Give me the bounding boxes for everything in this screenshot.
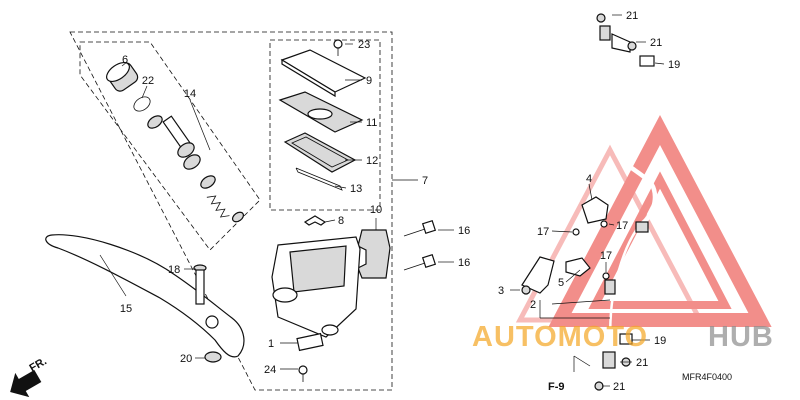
clip-part	[303, 215, 327, 226]
callout-21-c: 21	[636, 357, 648, 369]
callout-20: 20	[180, 353, 192, 365]
reference-label: F-9	[548, 381, 565, 393]
fr-direction-arrow	[10, 369, 42, 398]
callout-16-upper: 16	[458, 225, 470, 237]
boot-part	[106, 61, 139, 92]
holder-bolt-lower	[403, 253, 437, 271]
callout-21-d: 21	[613, 381, 625, 393]
callout-9: 9	[366, 75, 372, 87]
cover-screw-part	[333, 39, 343, 56]
diagram-code: MFR4F0400	[682, 372, 732, 382]
callout-1: 1	[268, 338, 274, 350]
holder-part	[357, 229, 391, 279]
callout-23: 23	[358, 39, 370, 51]
reservoir-cap-part	[280, 49, 367, 98]
brake-lever-part	[45, 234, 245, 358]
piston-assembly-part	[147, 115, 245, 223]
master-cylinder-body	[271, 236, 361, 338]
callout-3: 3	[498, 285, 504, 297]
holder-bolt-upper	[403, 219, 437, 237]
reservoir-frame	[269, 39, 381, 211]
direction-label: FR.	[28, 355, 49, 374]
callout-13: 13	[350, 183, 362, 195]
watermark-brand-hub: HUB	[708, 321, 774, 353]
float-part	[295, 167, 343, 191]
callout-8: 8	[338, 215, 344, 227]
hose-bolts-17	[572, 220, 610, 280]
pivot-nut-part	[204, 351, 222, 363]
callout-21-a: 21	[626, 10, 638, 22]
callout-6: 6	[122, 54, 128, 66]
brake-hose-assembly	[599, 25, 658, 369]
circlip-part	[133, 96, 151, 112]
callout-21-b: 21	[650, 37, 662, 49]
hose-bracket-3	[521, 256, 555, 295]
hose-bolt-19-upper	[639, 55, 655, 67]
hose-bolt-19-lower	[619, 333, 633, 345]
callout-15: 15	[120, 303, 132, 315]
callout-14: 14	[184, 88, 196, 100]
callout-2: 2	[530, 299, 536, 311]
callout-17-c: 17	[600, 250, 612, 262]
callout-16-lower: 16	[458, 257, 470, 269]
callout-7: 7	[422, 175, 428, 187]
hose-clamp-4	[581, 196, 609, 224]
watermark-text: AUTOMOTO HUB	[472, 321, 774, 353]
callout-17-b: 17	[616, 220, 628, 232]
callout-22: 22	[142, 75, 154, 87]
piston-kit-frame	[79, 41, 261, 251]
callout-19-b: 19	[654, 335, 666, 347]
callout-24: 24	[264, 364, 276, 376]
switch-screw-part	[298, 365, 308, 382]
callout-4: 4	[586, 173, 592, 185]
hose-guide-5	[565, 257, 591, 277]
watermark-brand-main: AUTOMOTO	[472, 321, 648, 353]
hose-washers	[594, 13, 637, 391]
callout-5: 5	[558, 277, 564, 289]
exploded-view-frame	[69, 31, 393, 391]
stop-switch-part	[296, 332, 324, 352]
callout-numbers: 6 22 14 23 9 11 12 13 7 8 10 16 16 18 15…	[28, 10, 733, 393]
callout-18: 18	[168, 264, 180, 276]
diaphragm-part	[283, 132, 357, 173]
lever-pivot-bolt	[193, 264, 207, 305]
leader-lines	[99, 14, 665, 387]
callout-19-a: 19	[668, 59, 680, 71]
diaphragm-plate-part	[278, 91, 364, 133]
callout-11: 11	[366, 117, 377, 129]
callout-10: 10	[370, 204, 382, 216]
callout-17-a: 17	[537, 226, 549, 238]
callout-12: 12	[366, 155, 378, 167]
